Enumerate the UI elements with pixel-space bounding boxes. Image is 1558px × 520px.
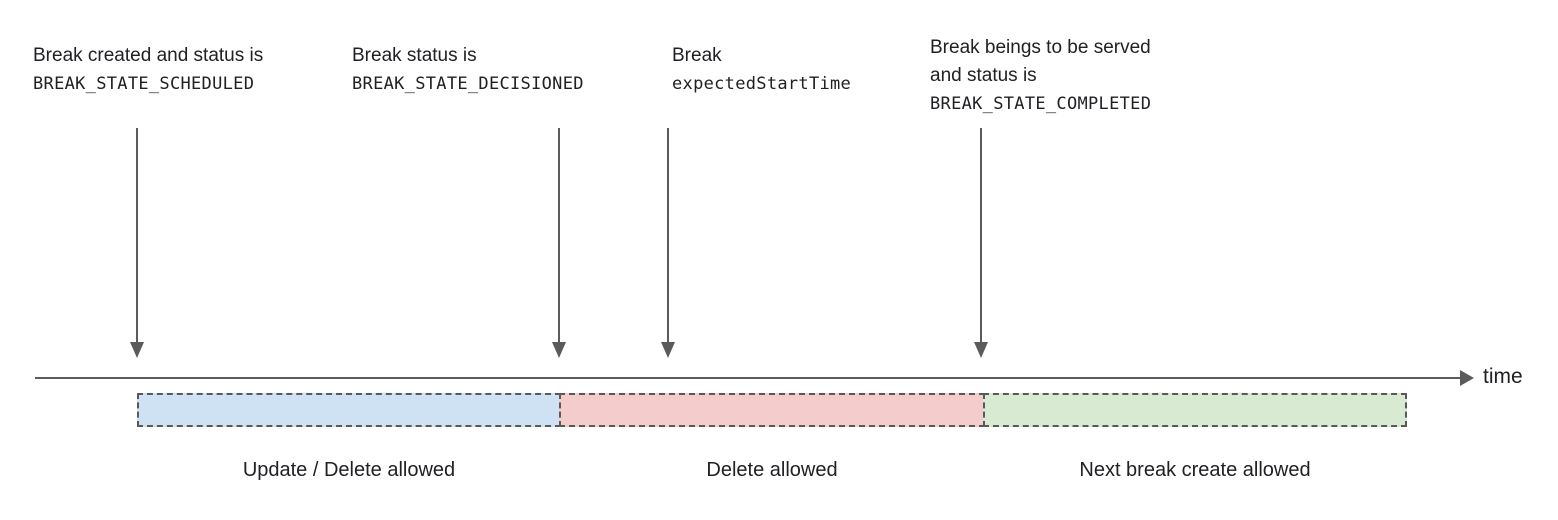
annotation-expected-start-time: Break expectedStartTime (672, 42, 851, 98)
annotation-break-decisioned: Break status is BREAK_STATE_DECISIONED (352, 42, 584, 98)
segment-delete-allowed (559, 393, 985, 427)
annotation-code: BREAK_STATE_DECISIONED (352, 74, 584, 94)
event-arrow-line-1 (136, 128, 138, 344)
time-axis (35, 377, 1461, 379)
segment-label-update-delete: Update / Delete allowed (242, 459, 456, 481)
down-arrowhead-icon (661, 342, 675, 358)
time-axis-label: time (1483, 365, 1523, 388)
event-arrow-line-3 (667, 128, 669, 344)
annotation-text: Break created and status is (33, 45, 264, 66)
down-arrowhead-icon (974, 342, 988, 358)
annotation-break-completed: Break beings to be served and status is … (930, 34, 1151, 118)
annotation-break-scheduled: Break created and status is BREAK_STATE_… (33, 42, 263, 98)
annotation-text: Break status is (352, 45, 477, 66)
down-arrowhead-icon (130, 342, 144, 358)
annotation-code: expectedStartTime (672, 74, 852, 94)
annotation-code: BREAK_STATE_SCHEDULED (33, 74, 255, 94)
annotation-code: BREAK_STATE_COMPLETED (930, 94, 1152, 114)
segment-update-delete-allowed (137, 393, 561, 427)
annotation-text: Break (672, 45, 722, 66)
event-arrow-line-4 (980, 128, 982, 344)
annotation-text: and status is (930, 65, 1037, 86)
segment-next-break-create-allowed (983, 393, 1407, 427)
down-arrowhead-icon (552, 342, 566, 358)
annotation-text: Break beings to be served (930, 37, 1151, 58)
segment-label-delete: Delete allowed (706, 459, 838, 481)
event-arrow-line-2 (558, 128, 560, 344)
right-arrowhead-icon (1460, 370, 1474, 386)
segment-label-next-break: Next break create allowed (1079, 459, 1311, 481)
